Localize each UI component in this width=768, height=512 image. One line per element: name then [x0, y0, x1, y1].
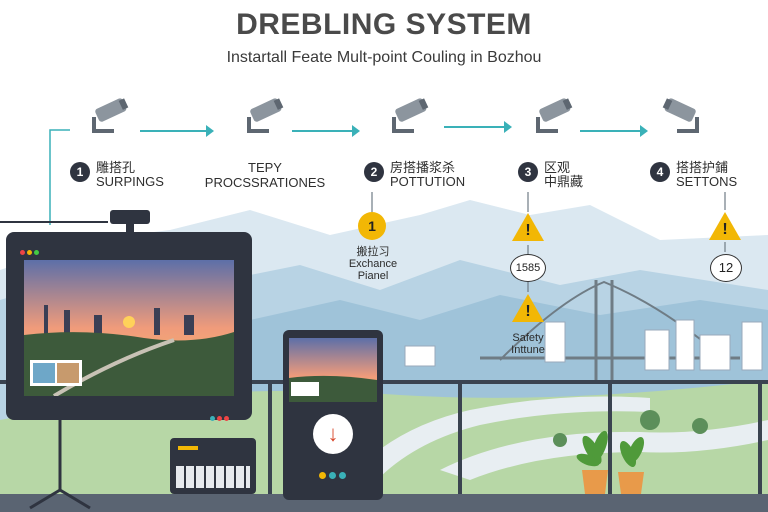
potted-plants	[576, 430, 645, 494]
keypad-lights	[178, 446, 198, 450]
exchange-number-icon: 1	[358, 212, 386, 240]
step-1: 1 雕搭孔 SURPINGS	[70, 160, 180, 192]
warning-mark-2: !	[722, 221, 728, 238]
download-button[interactable]: ↓	[313, 414, 353, 454]
camera-icon-2	[247, 98, 284, 133]
exchange-line3: Pianel	[357, 270, 389, 282]
city-sunset-view	[24, 260, 234, 396]
monitor-tripod	[29, 420, 91, 510]
window-dots	[20, 242, 39, 260]
camera-icon-5	[662, 98, 699, 133]
monitor-status-lights	[210, 408, 229, 426]
safety-line1: Safety	[512, 332, 544, 344]
reading-badge-1: 1585	[510, 254, 546, 282]
step-1-line1: 雕搭孔	[96, 160, 136, 175]
flow-arrow-3	[444, 121, 512, 133]
warning-mark-1: !	[525, 222, 531, 239]
step-2-line2: POTTUTION	[390, 174, 466, 189]
safety-line2: Inttune	[511, 344, 545, 356]
camera-icon-3	[392, 98, 429, 133]
step-2: 2 房搭播浆杀 POTTUTION	[364, 160, 474, 192]
reading-badge-2: 12	[710, 254, 742, 282]
step-1-number: 1	[70, 162, 90, 182]
camera-icon-1	[92, 98, 129, 133]
step-processing: TEPY PROCSSRATIONES	[200, 160, 330, 192]
kiosk-screen	[289, 338, 377, 402]
monitor-webcam-stem	[126, 222, 134, 234]
exchange-marker: 1 搬拉习 Exchance Pianel	[340, 212, 406, 284]
main-monitor	[6, 232, 252, 421]
keypad-keys	[176, 466, 250, 488]
camera-icon-4	[536, 98, 573, 133]
step-4-number: 4	[650, 162, 670, 182]
kiosk-indicator-lights	[319, 466, 346, 484]
kiosk-terminal: ↓	[283, 330, 383, 500]
connector-line	[0, 129, 108, 225]
step-2-number: 2	[364, 162, 384, 182]
step-3-number: 3	[518, 162, 538, 182]
step-4-line2: SETTONS	[676, 174, 738, 189]
step-3-line1: 区观	[544, 160, 571, 175]
exchange-line2: Exchance	[348, 258, 398, 270]
step-4-line1: 搭搭护鋪	[676, 160, 729, 175]
flow-arrow-2	[292, 125, 360, 137]
keypad-device	[170, 438, 256, 494]
warning-icon-2	[709, 212, 741, 240]
step-3: 3 区观 中鼎藏	[518, 160, 608, 192]
warning-icon-3	[512, 294, 544, 322]
warning-icon-1	[512, 213, 544, 241]
exchange-line1: 搬拉习	[356, 246, 390, 258]
step-2-line1: 房搭播浆杀	[390, 160, 456, 175]
page-subtitle: Instartall Feate Mult-point Couling in B…	[226, 49, 542, 66]
flow-arrow-4	[580, 125, 648, 137]
step-3-line2: 中鼎藏	[544, 174, 584, 189]
warning-mark-3: !	[525, 303, 531, 320]
monitor-webcam	[110, 210, 150, 224]
step-1-line2: SURPINGS	[96, 174, 164, 189]
page-title: DREBLING SYSTEM	[236, 8, 532, 41]
flow-arrow-1	[140, 125, 214, 137]
step-processing-line2: PROCSSRATIONES	[204, 175, 326, 190]
step-processing-line1: TEPY	[248, 160, 282, 175]
step-4: 4 搭搭护鋪 SETTONS	[650, 160, 760, 192]
